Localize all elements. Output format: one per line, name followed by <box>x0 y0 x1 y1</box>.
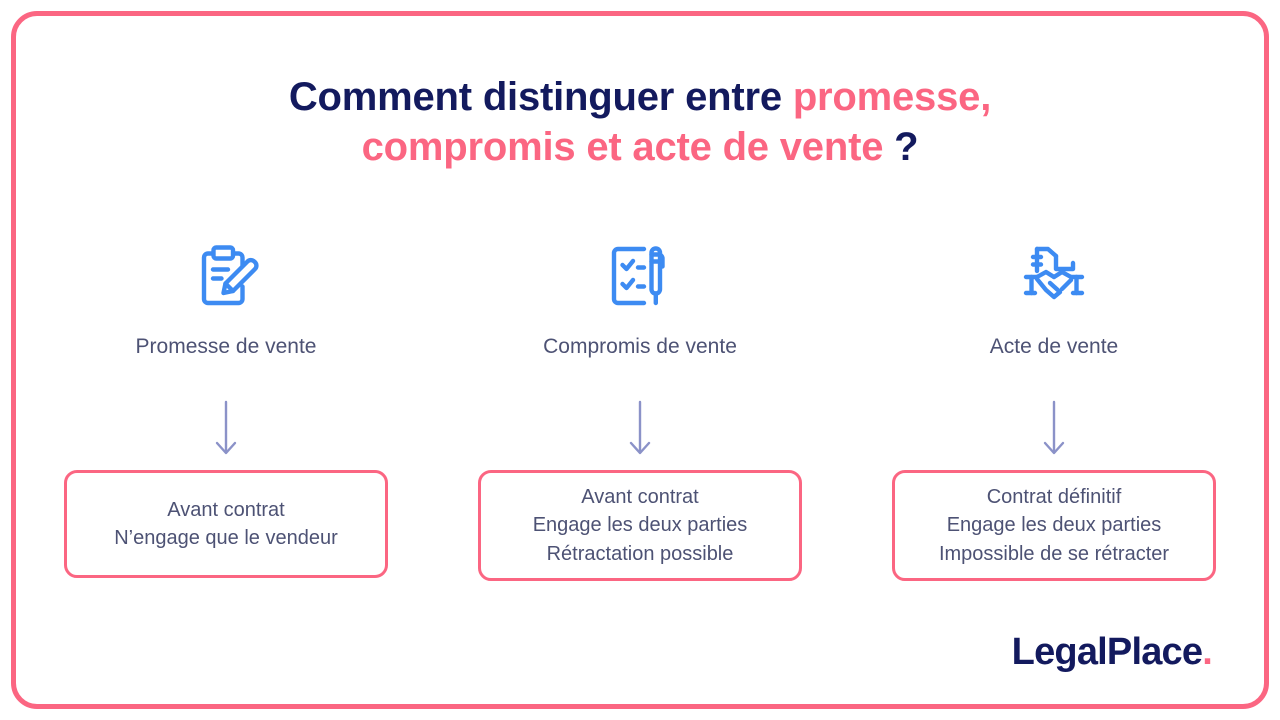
info-box: Avant contrat N’engage que le vendeur <box>64 470 388 578</box>
info-box: Contrat définitif Engage les deux partie… <box>892 470 1216 582</box>
page-title-line-1: Comment distinguer entre promesse, <box>16 72 1264 122</box>
page-title-dark-part: Comment distinguer entre <box>288 75 793 119</box>
arrow-down-icon <box>213 398 239 460</box>
info-box-text: Avant contrat Engage les deux parties Ré… <box>532 486 748 565</box>
info-box: Avant contrat Engage les deux parties Ré… <box>478 470 802 582</box>
checklist-pen-icon <box>603 228 677 324</box>
column-compromis-de-vente: Compromis de vente Avant contrat Engage … <box>460 228 820 582</box>
column-label: Acte de vente <box>989 335 1119 358</box>
page-title: Comment distinguer entre promesse, compr… <box>16 72 1264 173</box>
clipboard-pencil-icon <box>189 228 263 324</box>
column-promesse-de-vente: Promesse de vente Avant contrat N’engage… <box>46 228 406 578</box>
legalplace-logo: LegalPlace. <box>1011 631 1213 673</box>
arrow-down-icon <box>627 398 653 460</box>
comparison-columns: Promesse de vente Avant contrat N’engage… <box>46 228 1234 582</box>
poster-frame: Comment distinguer entre promesse, compr… <box>11 11 1269 709</box>
info-box-text: Avant contrat N’engage que le vendeur <box>114 498 338 549</box>
logo-wordmark: LegalPlace <box>1011 631 1203 673</box>
arrow-down-icon <box>1041 398 1067 460</box>
page-title-accent-part: promesse, <box>792 75 992 119</box>
page-title-line-2: compromis et acte de vente ? <box>16 122 1264 172</box>
column-label: Promesse de vente <box>135 335 317 358</box>
column-acte-de-vente: Acte de vente Contrat définitif Engage l… <box>874 228 1234 582</box>
handshake-contract-icon <box>1017 228 1091 324</box>
page-title-accent-part-2: compromis et acte de vente <box>361 125 884 170</box>
logo-dot: . <box>1202 631 1213 673</box>
column-label: Compromis de vente <box>543 335 737 358</box>
page-title-question-mark: ? <box>883 125 919 170</box>
info-box-text: Contrat définitif Engage les deux partie… <box>938 486 1170 565</box>
